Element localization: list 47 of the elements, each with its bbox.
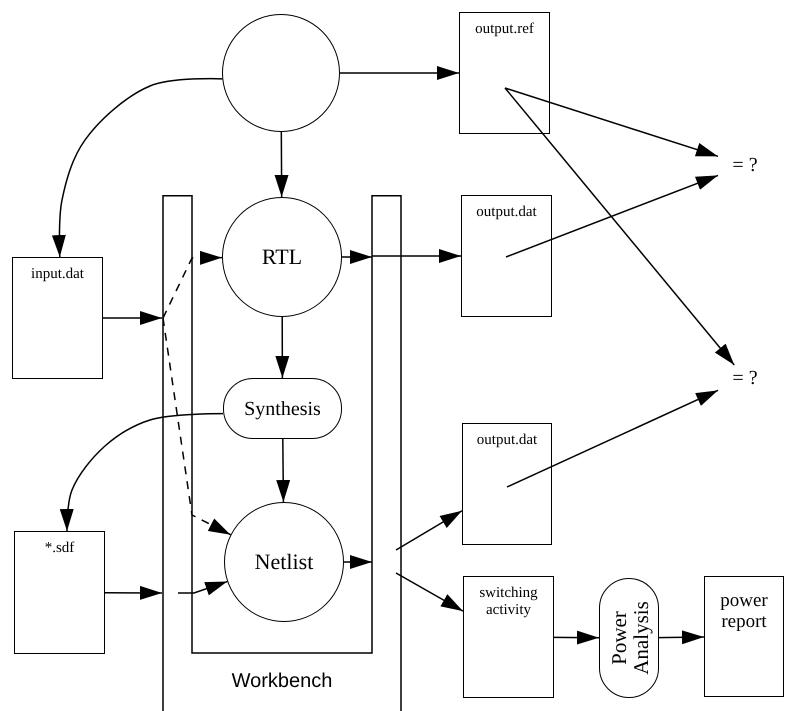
arrow [658, 630, 704, 644]
step-label: Power Analysis [608, 600, 652, 677]
file-name: *.sdf [44, 540, 76, 556]
file-name: output.dat [475, 204, 538, 220]
arrow [52, 78, 222, 258]
arrow [344, 555, 372, 569]
file-name: input.dat [30, 266, 85, 282]
arrow [162, 250, 222, 318]
file-box [459, 12, 550, 134]
arrow [504, 87, 718, 158]
process-pill [223, 378, 342, 439]
file-box [461, 195, 552, 317]
file-box [463, 576, 554, 698]
group-label: Workbench [230, 670, 334, 692]
arrow [396, 510, 462, 551]
file-box [704, 576, 784, 697]
arrow [340, 66, 459, 80]
arrow [105, 586, 162, 600]
file-box [462, 423, 552, 545]
file-box [12, 257, 103, 379]
process-pill [599, 578, 659, 698]
arrow [275, 317, 290, 378]
arrow [506, 390, 718, 488]
arrow [276, 439, 290, 502]
comparison-label: = ? [718, 365, 772, 391]
process-circle [222, 197, 342, 317]
arrow [178, 580, 228, 596]
arrow [554, 630, 599, 645]
arrow [60, 412, 223, 531]
file-name: output.ref [474, 21, 535, 38]
arrow [504, 88, 735, 366]
step-label: Netlist [254, 550, 314, 574]
file-name: output.dat [476, 432, 538, 448]
comparison-label: = ? [718, 152, 772, 178]
arrow [396, 572, 464, 612]
arrow [506, 174, 718, 258]
arrow [274, 132, 289, 197]
arrow [103, 311, 162, 325]
file-name: power report [719, 591, 769, 633]
file-box [14, 531, 105, 654]
arrow [372, 249, 461, 263]
step-label: Synthesis [243, 398, 322, 420]
arrow [342, 250, 372, 264]
file-name: switching activity [478, 585, 539, 618]
process-circle [222, 14, 340, 132]
process-circle [224, 502, 344, 622]
step-label: RTL [260, 244, 304, 270]
